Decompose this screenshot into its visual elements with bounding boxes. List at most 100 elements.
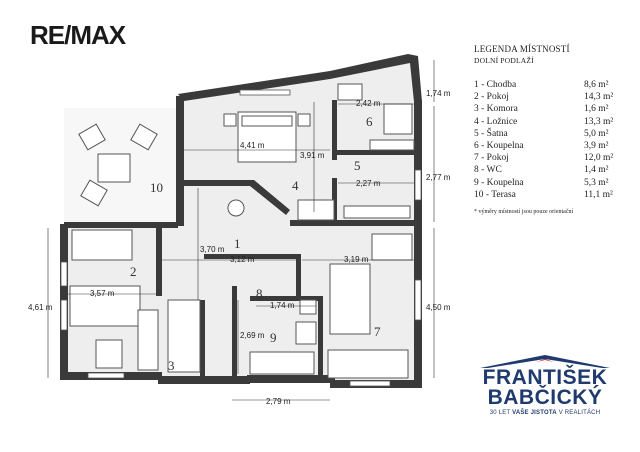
wall-4-diag — [250, 180, 290, 215]
room-num-8: 8 — [256, 286, 263, 301]
legend-area: 13,3 m² — [584, 116, 614, 127]
dim-450: 4,50 m — [426, 303, 451, 312]
window-bottom-left — [87, 372, 125, 379]
dim-227: 2,27 m — [356, 179, 381, 188]
sink-9 — [295, 321, 317, 345]
legend-area: 3,9 m² — [584, 141, 609, 152]
wall-right — [414, 100, 422, 388]
legend-room: 2 - Pokoj — [474, 92, 509, 103]
stairs — [167, 299, 201, 373]
terrace-chair-1 — [78, 123, 106, 151]
dim-391: 3,91 m — [300, 151, 325, 160]
wall-stair — [200, 300, 205, 376]
wall-terrace-inner — [176, 96, 184, 226]
legend-room: 1 - Chodba — [474, 80, 517, 90]
legend-room: 10 - Terasa — [474, 189, 516, 200]
legend-room: 8 - WC — [474, 165, 502, 176]
room2-furniture — [69, 229, 159, 371]
nightstand-4b — [297, 113, 311, 127]
logo-text: RE/MAX — [30, 20, 126, 50]
bed-2 — [71, 229, 133, 261]
wardrobe-4 — [297, 199, 335, 221]
wall-6-left — [332, 100, 337, 160]
wall-1-7-v — [296, 254, 301, 296]
legend-title: LEGENDA MÍSTNOSTÍ — [474, 44, 570, 54]
wall-top-diagonal — [178, 71, 330, 101]
dim-269: 2,69 m — [240, 331, 265, 340]
window-top — [239, 89, 291, 96]
tag-bold: VAŠE JISTOTA — [512, 410, 557, 416]
terrace-chair-3 — [80, 179, 108, 207]
legend-area: 1,4 m² — [584, 165, 609, 176]
bath-furniture — [167, 299, 317, 375]
nightstand-4a — [223, 113, 237, 127]
desk-7 — [371, 233, 413, 261]
room-num-4: 4 — [292, 178, 299, 193]
terrace-chair-2 — [130, 123, 158, 151]
wall-1-7-h — [204, 254, 300, 259]
wall-4-5 — [290, 220, 414, 226]
bathtub-9 — [249, 351, 315, 375]
room-num-9: 9 — [270, 330, 277, 345]
dim-242: 2,42 m — [356, 99, 381, 108]
dim-357: 3,57 m — [90, 289, 115, 298]
legend-subtitle: DOLNÍ PODLAŽÍ — [474, 56, 534, 65]
dim-174-top: 1,74 m — [426, 89, 451, 98]
legend-room: 7 - Pokoj — [474, 153, 509, 164]
wall-7-left — [318, 296, 323, 380]
brand-tagline: 30 LET VAŠE JISTOTA V REALITÁCH — [470, 410, 620, 416]
dim-370: 3,70 m — [200, 245, 225, 254]
rack-5 — [343, 205, 411, 219]
wall-bottom-mid — [247, 375, 335, 383]
wall-1-2 — [156, 226, 162, 296]
dim-312: 3,12 m — [230, 255, 255, 264]
dim-461: 4,61 m — [28, 303, 53, 312]
wall-bottom-left — [158, 376, 250, 384]
room-num-10: 10 — [150, 180, 163, 195]
bed-7 — [329, 263, 371, 335]
agent-brand: FRANTIŠEK BABČICKÝ 30 LET VAŠE JISTOTA V… — [470, 354, 620, 416]
room-legend: LEGENDA MÍSTNOSTÍ DOLNÍ PODLAŽÍ 1 - Chod… — [474, 44, 624, 215]
window-2-left — [60, 261, 68, 287]
room-numbers: 1 2 3 4 5 6 7 8 9 10 — [130, 114, 381, 373]
wardrobe-7 — [327, 349, 409, 379]
wall-8-9 — [250, 296, 320, 301]
legend-area: 12,0 m² — [584, 153, 614, 164]
window-right-upper — [414, 169, 422, 201]
desk-2 — [69, 285, 141, 327]
legend-area: 5,0 m² — [584, 128, 609, 139]
dim-277: 2,77 m — [426, 173, 451, 182]
shower-6 — [383, 103, 413, 135]
legend-row: 1 - Chodba 8,6 m² — [474, 79, 624, 91]
legend-note: * výměry místností jsou pouze orientační — [474, 209, 574, 216]
wall-2-top — [64, 222, 178, 228]
remax-logo: RE/MAX — [30, 20, 126, 51]
pillow-4 — [241, 115, 293, 127]
wall-9-left — [232, 286, 237, 376]
bedroom-furniture — [223, 111, 335, 221]
legend-row: 4 - Ložnice 13,3 m² — [474, 116, 624, 128]
window-2-left-b — [60, 299, 68, 331]
dimension-lines — [47, 60, 435, 401]
room-num-1: 1 — [234, 236, 241, 251]
legend-row: 7 - Pokoj 12,0 m² — [474, 152, 624, 164]
wall-top-right — [330, 54, 422, 102]
room7-furniture — [327, 233, 413, 379]
legend-room: 4 - Ložnice — [474, 116, 518, 127]
dim-279: 2,79 m — [266, 397, 291, 406]
window-right-lower — [414, 279, 422, 321]
chair-2 — [95, 339, 123, 369]
legend-area: 8,6 m² — [584, 80, 609, 90]
windows — [60, 89, 422, 387]
room-num-7: 7 — [374, 324, 381, 339]
legend-room: 9 - Koupelna — [474, 177, 524, 188]
room-num-3: 3 — [168, 358, 175, 373]
wardrobe-2 — [137, 309, 159, 371]
